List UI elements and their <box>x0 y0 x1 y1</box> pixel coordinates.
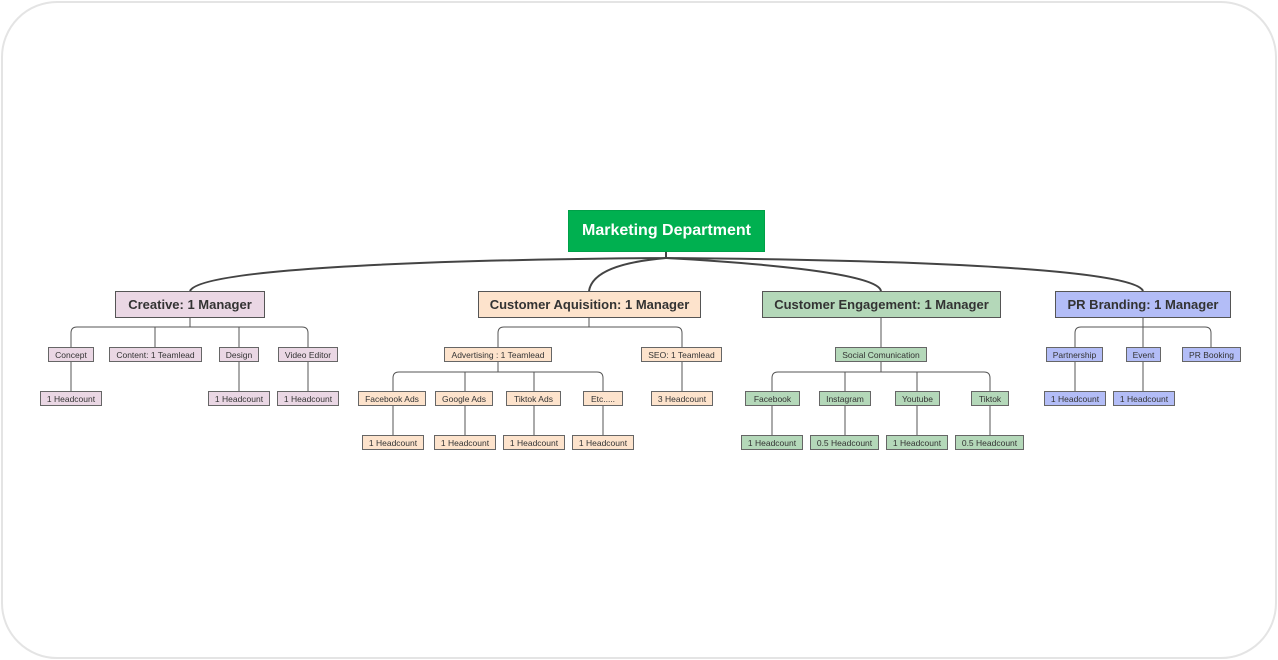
tiktok-ads-node[interactable]: Tiktok Ads <box>506 391 561 406</box>
concept-node[interactable]: Concept <box>48 347 94 362</box>
marketing-department-node[interactable]: Marketing Department <box>568 210 765 252</box>
social-communication-node[interactable]: Social Comunication <box>835 347 927 362</box>
video-editor-node[interactable]: Video Editor <box>278 347 338 362</box>
connector-root-pr <box>665 252 1144 292</box>
connector-advertising-children <box>392 362 604 391</box>
event-node[interactable]: Event <box>1126 347 1161 362</box>
customer-engagement-manager-node[interactable]: Customer Engagement: 1 Manager <box>762 291 1001 318</box>
connector-social-children <box>771 362 991 391</box>
facebook-node[interactable]: Facebook <box>745 391 800 406</box>
connector-pr-children <box>1074 317 1212 347</box>
youtube-headcount-node[interactable]: 1 Headcount <box>886 435 948 450</box>
tiktok-ads-headcount-node[interactable]: 1 Headcount <box>503 435 565 450</box>
connector-pr-headcounts <box>1074 362 1144 391</box>
pr-booking-node[interactable]: PR Booking <box>1182 347 1241 362</box>
connector-engagement-headcounts <box>771 406 991 435</box>
connector-acquisition-children <box>497 317 683 347</box>
connector-acquisition-headcounts <box>392 362 683 435</box>
partnership-node[interactable]: Partnership <box>1046 347 1103 362</box>
facebook-headcount-node[interactable]: 1 Headcount <box>741 435 803 450</box>
instagram-headcount-node[interactable]: 0.5 Headcount <box>810 435 879 450</box>
event-headcount-node[interactable]: 1 Headcount <box>1113 391 1175 406</box>
etc-node[interactable]: Etc..... <box>583 391 623 406</box>
google-ads-node[interactable]: Google Ads <box>435 391 493 406</box>
design-headcount-node[interactable]: 1 Headcount <box>208 391 270 406</box>
pr-branding-manager-node[interactable]: PR Branding: 1 Manager <box>1055 291 1231 318</box>
creative-manager-node[interactable]: Creative: 1 Manager <box>115 291 265 318</box>
tiktok-headcount-node[interactable]: 0.5 Headcount <box>955 435 1024 450</box>
tiktok-node[interactable]: Tiktok <box>971 391 1009 406</box>
connector-creative-headcounts <box>70 362 309 391</box>
video-editor-headcount-node[interactable]: 1 Headcount <box>277 391 339 406</box>
design-node[interactable]: Design <box>219 347 259 362</box>
seo-headcount-node[interactable]: 3 Headcount <box>651 391 713 406</box>
concept-headcount-node[interactable]: 1 Headcount <box>40 391 102 406</box>
connector-root-acquisition <box>588 252 667 292</box>
google-ads-headcount-node[interactable]: 1 Headcount <box>434 435 496 450</box>
advertising-teamlead-node[interactable]: Advertising : 1 Teamlead <box>444 347 552 362</box>
connector-root-creative <box>189 252 667 292</box>
youtube-node[interactable]: Youtube <box>895 391 940 406</box>
instagram-node[interactable]: Instagram <box>819 391 871 406</box>
seo-teamlead-node[interactable]: SEO: 1 Teamlead <box>641 347 722 362</box>
partnership-headcount-node[interactable]: 1 Headcount <box>1044 391 1106 406</box>
customer-acquisition-manager-node[interactable]: Customer Aquisition: 1 Manager <box>478 291 701 318</box>
facebook-ads-node[interactable]: Facebook Ads <box>358 391 426 406</box>
connector-creative-children <box>70 317 309 347</box>
etc-headcount-node[interactable]: 1 Headcount <box>572 435 634 450</box>
facebook-ads-headcount-node[interactable]: 1 Headcount <box>362 435 424 450</box>
content-teamlead-node[interactable]: Content: 1 Teamlead <box>109 347 202 362</box>
